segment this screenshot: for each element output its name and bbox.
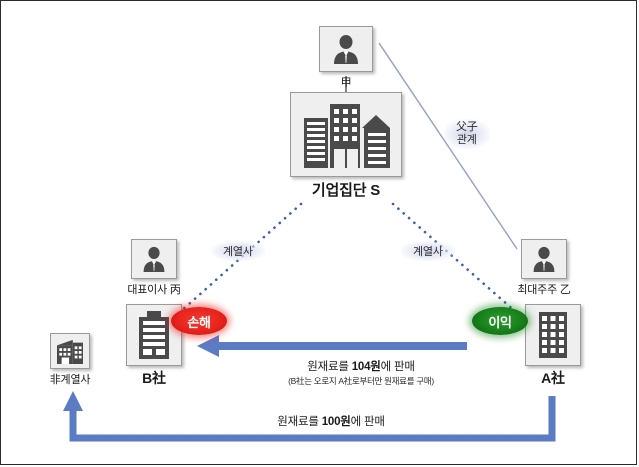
arrow-caption-a-to-non-amount: 100원 (321, 416, 351, 428)
node-non-affiliate-label: 非계열사 (49, 374, 91, 386)
corporate-buildings-icon (290, 92, 402, 177)
node-largest-shareholder-label: 최대주주 乙 (517, 284, 571, 296)
arrow-caption-a-to-b-amount: 104원 (351, 361, 381, 373)
factory-building-icon (50, 333, 90, 369)
status-badge-gain: 이익 (472, 307, 528, 335)
edge-label-father-son: 父子 관계 (444, 119, 490, 149)
businessman-icon (131, 239, 177, 279)
arrow-caption-a-to-b-pre: 원재료를 (307, 361, 352, 373)
arrow-a-to-b (197, 335, 467, 357)
office-building-icon (126, 304, 182, 366)
node-largest-shareholder[interactable]: 최대주주 乙 (497, 239, 591, 297)
node-company-b-label: B社 (142, 370, 166, 386)
office-tower-icon (525, 304, 581, 366)
businessman-icon (319, 26, 373, 72)
edge-label-father-son-line1: 父子 (456, 121, 478, 133)
node-ceo[interactable]: 대표이사 丙 (111, 239, 197, 297)
status-badge-gain-label: 이익 (488, 314, 512, 330)
arrow-caption-a-to-b-post: 에 판매 (380, 361, 415, 373)
edge-label-affiliate-right: 계열사 (401, 241, 455, 261)
node-corporate-group-label: 기업집단 S (311, 182, 381, 199)
node-company-a[interactable]: A社 (513, 304, 593, 388)
arrow-caption-a-to-non-post: 에 판매 (350, 416, 385, 428)
node-company-a-label: A社 (541, 370, 565, 386)
edge-label-father-son-line2: 관계 (456, 134, 477, 146)
node-gap[interactable]: 甲 (314, 26, 378, 90)
arrow-caption-a-to-b-main: 원재료를 104원에 판매 (216, 358, 506, 374)
edge-label-affiliate-left: 계열사 (211, 241, 265, 261)
status-badge-loss-label: 손해 (187, 314, 211, 330)
arrow-caption-a-to-b-sub: (B社는 오로지 A社로부터만 원재료를 구매) (288, 376, 434, 386)
status-badge-loss: 손해 (171, 307, 227, 335)
node-corporate-group[interactable]: 기업집단 S (283, 92, 409, 200)
node-ceo-label: 대표이사 丙 (127, 284, 181, 296)
node-non-affiliate[interactable]: 非계열사 (33, 333, 107, 387)
node-company-b[interactable]: B社 (114, 304, 194, 388)
node-gap-label: 甲 (340, 77, 352, 89)
arrow-caption-a-to-b: 원재료를 104원에 판매 (B社는 오로지 A社로부터만 원재료를 구매) (216, 358, 506, 387)
arrow-caption-a-to-non-pre: 원재료를 (277, 416, 322, 428)
arrow-caption-a-to-non: 원재료를 100원에 판매 (186, 413, 476, 429)
businessman-icon (521, 239, 567, 279)
arrow-caption-a-to-non-main: 원재료를 100원에 판매 (186, 413, 476, 429)
